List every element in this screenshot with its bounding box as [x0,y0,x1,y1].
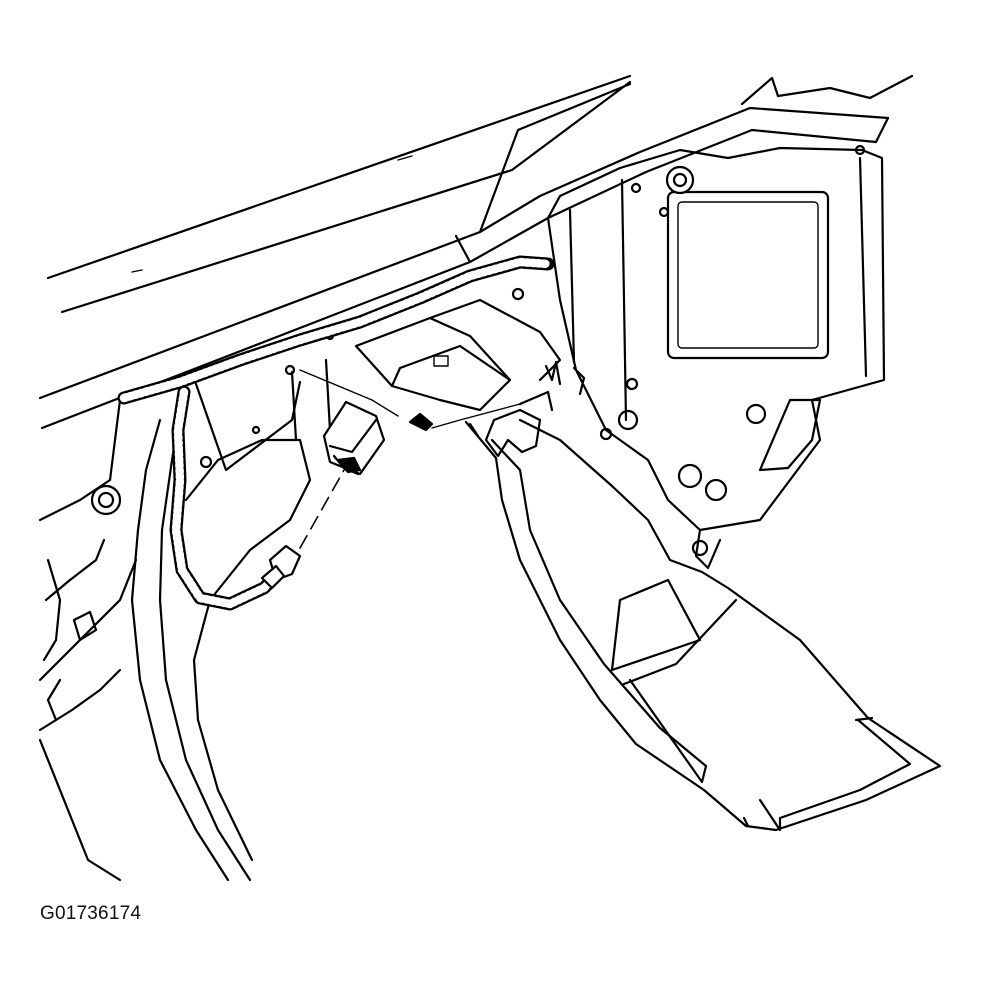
mounting-bolt [299,360,586,432]
dash-surface [194,298,562,472]
kick-panel [464,418,942,832]
floor-contours [468,408,542,458]
impact-sensor [322,400,386,476]
harness-connector [260,455,353,590]
module-bracket [511,144,886,570]
cowl-panel [38,74,914,430]
wiring-harness [117,255,555,611]
door-pillar [38,398,312,882]
figure-id-label: G01736174 [40,903,142,924]
